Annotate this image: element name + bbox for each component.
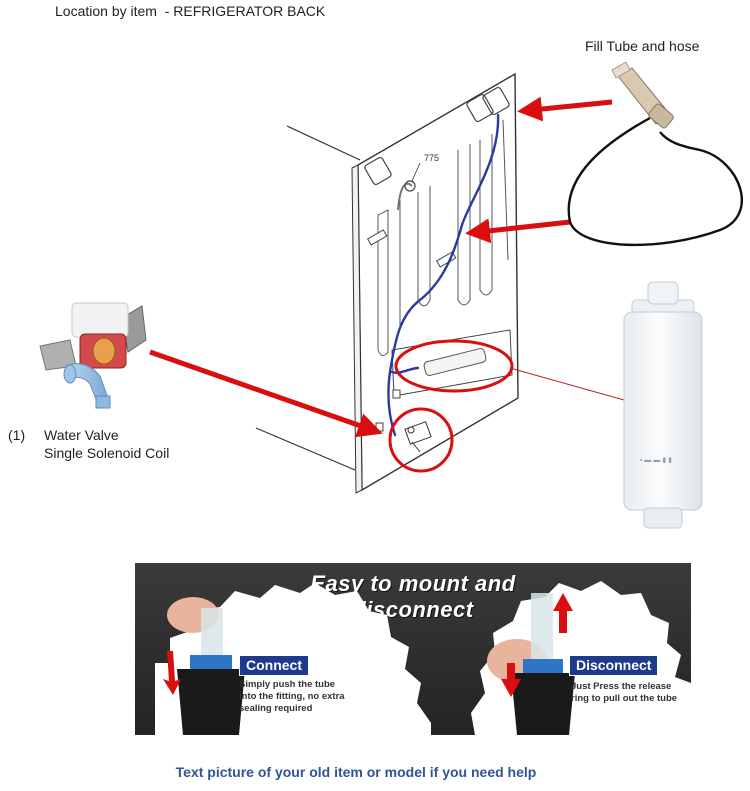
banner-title-line1: Easy to mount and (310, 571, 516, 596)
page-title: Location by item - REFRIGERATOR BACK (55, 3, 326, 19)
fill-tube-hose (567, 61, 743, 247)
valve-index-label: (1) (8, 427, 26, 443)
disconnect-text-line1: Just Press the release (571, 681, 672, 692)
red-arrows (149, 96, 613, 438)
banner-graphics (155, 581, 691, 735)
fridge-cabinet-outline (255, 125, 361, 471)
help-text: Text picture of your old item or model i… (175, 764, 537, 780)
connect-text-line3: sealing required (239, 703, 313, 714)
mount-disconnect-banner: Easy to mount and disconnect Connect Sim… (135, 563, 691, 735)
part-number-label: 775 (424, 153, 439, 163)
water-tube (387, 113, 500, 437)
banner-title: Easy to mount and disconnect (135, 571, 691, 623)
fill-tube-label: Fill Tube and hose (585, 38, 700, 54)
inline-water-filter: ▪ ▬ ▬ ▮ ▮ (623, 281, 703, 529)
panel-filter-icon (423, 348, 487, 376)
connect-text-line2: into the fitting, no extra (239, 691, 345, 702)
connect-badge: Connect (239, 655, 309, 676)
connect-illustration (163, 597, 245, 735)
connect-text-line1: Simply push the tube (239, 679, 336, 690)
fitting-775 (404, 180, 416, 192)
valve-desc-label: Single Solenoid Coil (44, 445, 170, 461)
svg-text:▪ ▬ ▬ ▮ ▮: ▪ ▬ ▬ ▮ ▮ (640, 457, 672, 464)
valve-callout-circle (388, 407, 454, 473)
valve-name-label: Water Valve (44, 427, 119, 443)
disconnect-illustration (487, 593, 575, 735)
water-valve-image (39, 302, 147, 409)
disconnect-description: Just Press the release ring to pull out … (571, 681, 677, 705)
refrigerator-back-diagram: 775 ▪ ▬ ▬ ▮ ▮ (39, 61, 743, 529)
connect-description: Simply push the tube into the fitting, n… (239, 679, 345, 715)
filter-callout-circle (394, 339, 514, 393)
panel-valve-icon (404, 421, 432, 453)
disconnect-text-line2: ring to pull out the tube (571, 693, 678, 704)
disconnect-badge: Disconnect (569, 655, 659, 676)
